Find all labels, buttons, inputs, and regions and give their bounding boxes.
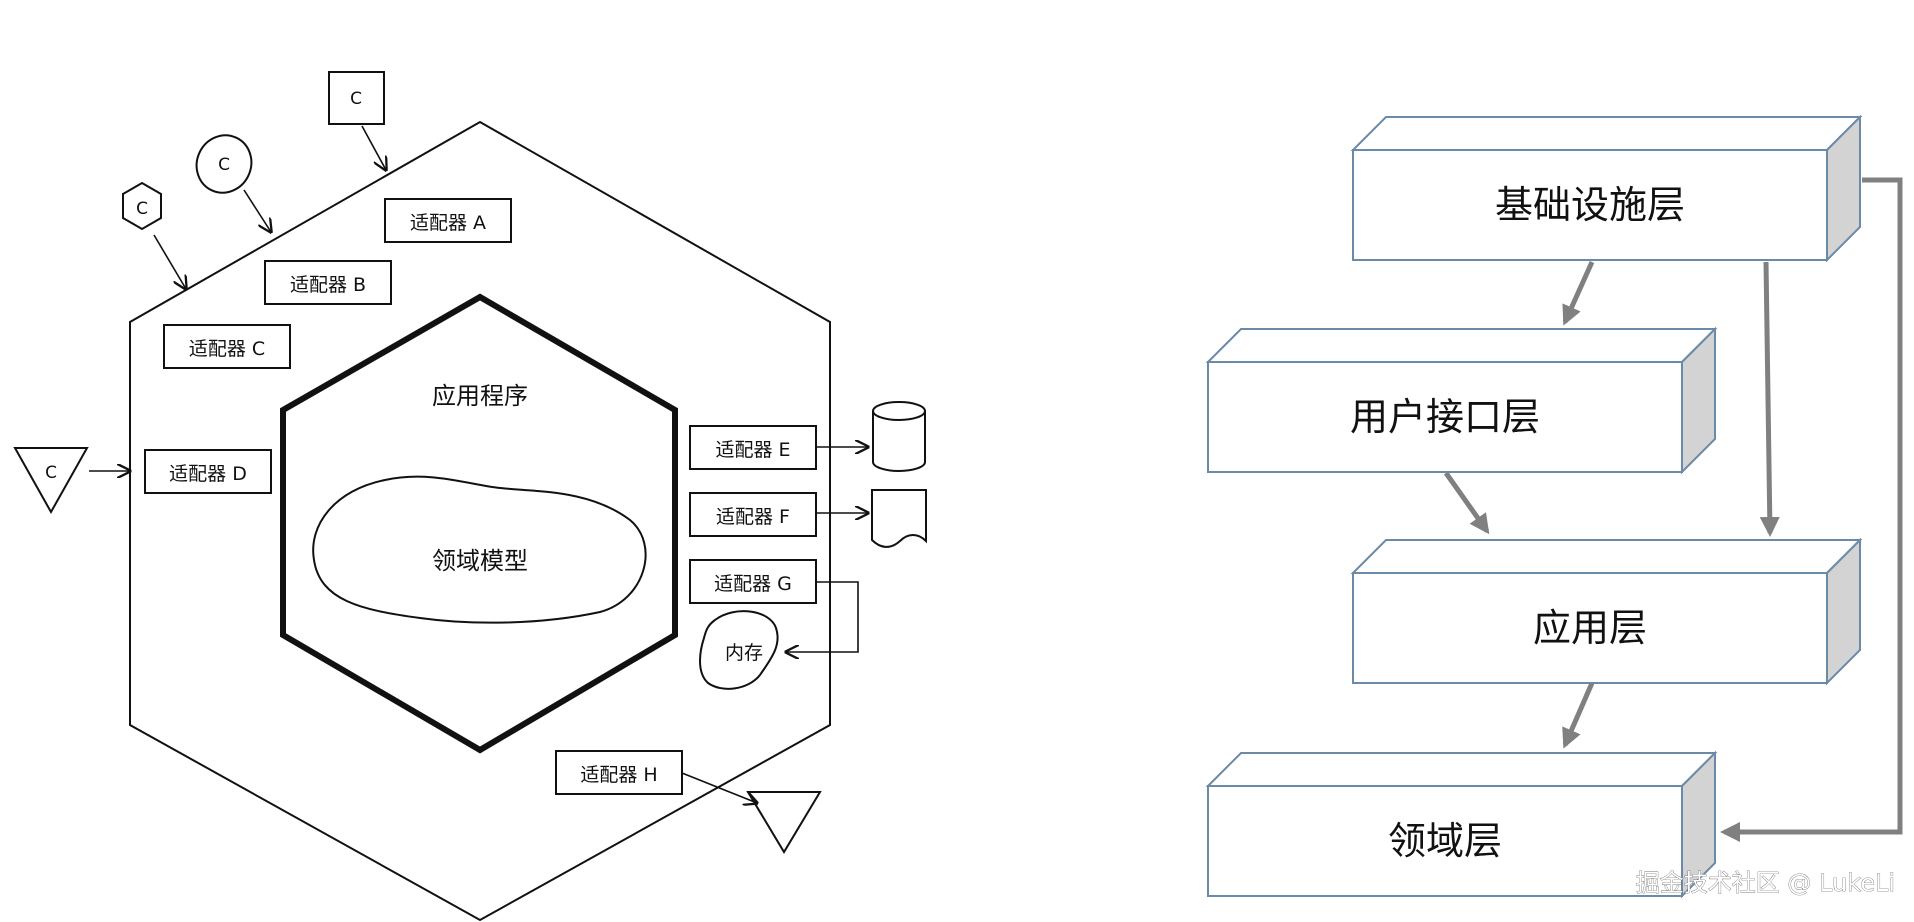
- adapter-c: 适配器 C: [163, 324, 291, 369]
- adapter-e-label: 适配器 E: [715, 439, 790, 461]
- layer-domain: 领域层: [1205, 750, 1718, 899]
- adapter-h: 适配器 H: [555, 750, 683, 795]
- client-ellipse-label: C: [218, 155, 230, 175]
- domain-model-label: 领域模型: [432, 547, 528, 575]
- hexagonal-architecture: 应用程序 领域模型 适配器 A 适配器 B 适配器 C 适配器 D 适配器 E …: [13, 71, 927, 922]
- adapter-f: 适配器 F: [689, 492, 817, 537]
- layer-application-label: 应用层: [1533, 606, 1647, 650]
- client-triangle: C: [13, 447, 130, 515]
- adapter-e: 适配器 E: [689, 425, 817, 470]
- layered-architecture: 基础设施层 用户接口层 应用层 领域层 掘金技术社区 @ LukeLi: [1205, 114, 1903, 899]
- memory-label: 内存: [725, 642, 763, 664]
- client-square-label: C: [350, 89, 362, 109]
- client-ellipse: C: [195, 134, 271, 232]
- layer-user-interface-label: 用户接口层: [1350, 395, 1540, 439]
- client-hexagon: C: [122, 181, 186, 289]
- memory-store: 内存: [699, 581, 859, 690]
- layer-domain-label: 领域层: [1388, 819, 1502, 863]
- adapter-a-label: 适配器 A: [410, 212, 486, 234]
- adapter-a: 适配器 A: [384, 198, 512, 243]
- document-icon: [816, 489, 927, 548]
- domain-model-blob: [312, 475, 647, 624]
- layer-user-interface: 用户接口层: [1205, 326, 1718, 475]
- adapter-c-label: 适配器 C: [189, 338, 265, 360]
- adapter-g-label: 适配器 G: [714, 573, 792, 595]
- layer-infrastructure: 基础设施层: [1350, 114, 1863, 263]
- layer-application: 应用层: [1350, 537, 1863, 686]
- client-hexagon-label: C: [136, 199, 148, 219]
- layer-arrows: [1443, 177, 1903, 842]
- adapter-b: 适配器 B: [264, 260, 392, 305]
- database-icon: [816, 401, 926, 472]
- adapter-d: 适配器 D: [144, 449, 272, 494]
- adapter-b-label: 适配器 B: [290, 274, 366, 296]
- application-hexagon: [280, 293, 678, 754]
- application-label: 应用程序: [432, 382, 528, 410]
- watermark: 掘金技术社区 @ LukeLi: [1636, 869, 1895, 897]
- client-square: C: [328, 71, 386, 170]
- adapter-f-label: 适配器 F: [716, 506, 790, 528]
- adapter-g: 适配器 G: [689, 559, 817, 604]
- adapter-d-label: 适配器 D: [169, 463, 247, 485]
- client-triangle-label: C: [45, 463, 57, 483]
- adapter-h-label: 适配器 H: [580, 764, 657, 786]
- output-triangle: [681, 772, 822, 854]
- layer-infrastructure-label: 基础设施层: [1495, 183, 1685, 227]
- outer-hexagon: [129, 120, 831, 922]
